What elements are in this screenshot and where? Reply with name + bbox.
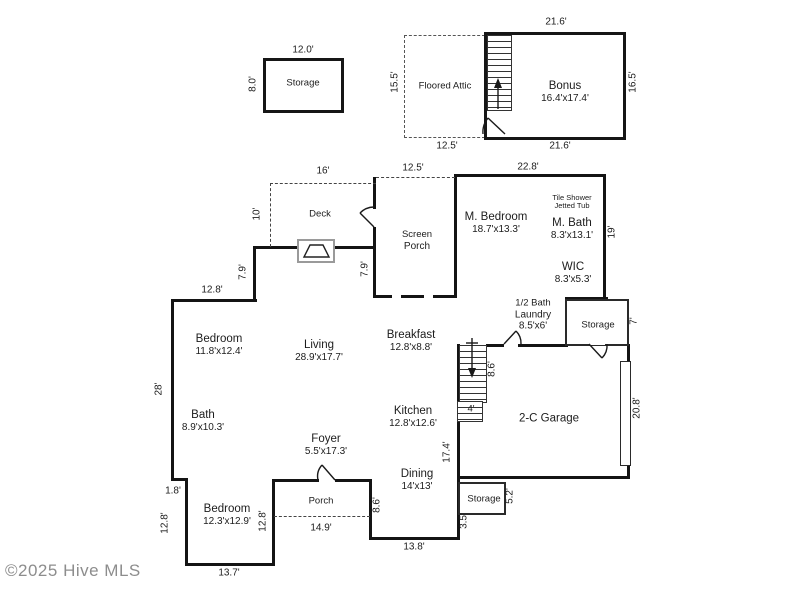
wall bbox=[185, 563, 275, 566]
wall bbox=[457, 476, 630, 479]
wall bbox=[454, 174, 606, 177]
wall bbox=[171, 299, 174, 481]
dimension-label: 7.9' bbox=[237, 264, 249, 280]
storage-building-outline bbox=[263, 58, 344, 113]
door-arc-icon bbox=[316, 464, 336, 481]
wall bbox=[272, 479, 319, 482]
dimension-label: 21.6' bbox=[549, 140, 571, 152]
wall bbox=[253, 246, 256, 302]
watermark: ©2025 Hive MLS bbox=[5, 561, 141, 580]
dimension-label: 5.2' bbox=[504, 488, 516, 504]
room-label-storage-right: Storage bbox=[581, 319, 615, 331]
dimension-label: 16' bbox=[316, 165, 330, 177]
dimension-label: 16.5' bbox=[627, 71, 639, 93]
dimension-label: 3.5' bbox=[458, 513, 470, 529]
wall bbox=[375, 295, 457, 298]
wall bbox=[171, 478, 188, 481]
deck-edge bbox=[270, 183, 376, 184]
dimension-label: 20.8' bbox=[631, 397, 643, 419]
dimension-label: 7' bbox=[628, 317, 640, 325]
garage-door bbox=[620, 361, 631, 466]
wall bbox=[373, 177, 376, 209]
wall bbox=[457, 344, 460, 540]
main-stairs-upper bbox=[459, 345, 487, 403]
dimension-label: 19' bbox=[606, 225, 618, 239]
main-stairs-lower bbox=[457, 401, 483, 422]
wall bbox=[518, 344, 568, 347]
dimension-label: 13.7' bbox=[218, 567, 240, 579]
wall bbox=[335, 479, 372, 482]
wall bbox=[565, 297, 608, 300]
dimension-label: 22.8' bbox=[517, 161, 539, 173]
fireplace bbox=[297, 239, 335, 263]
dimension-label: 17.4' bbox=[441, 441, 453, 463]
wall bbox=[171, 299, 257, 302]
dimension-label: 21.6' bbox=[545, 16, 567, 28]
dimension-label: 13.8' bbox=[403, 541, 425, 553]
room-label-garage: 2-C Garage bbox=[518, 412, 580, 425]
dimension-label: 14.9' bbox=[310, 522, 332, 534]
room-label-porch: Porch bbox=[308, 495, 334, 507]
dimension-label: 8.0' bbox=[247, 76, 259, 92]
wall bbox=[373, 227, 376, 298]
wall bbox=[603, 174, 606, 300]
wall-opening bbox=[392, 295, 401, 298]
dimension-label: 28' bbox=[153, 382, 165, 396]
bonus-room-outline bbox=[484, 32, 626, 140]
room-label-storage-bottom: Storage bbox=[467, 493, 501, 505]
attic-stairs bbox=[487, 35, 512, 111]
door-arc-icon bbox=[359, 206, 375, 228]
door-arc-icon bbox=[503, 330, 522, 345]
dimension-label: 12.5' bbox=[436, 140, 458, 152]
dimension-label: 1.8' bbox=[165, 485, 181, 497]
wall bbox=[369, 479, 372, 540]
dimension-label: 8.6' bbox=[486, 361, 498, 377]
dimension-label: 12.8' bbox=[159, 512, 171, 534]
storage-right-outline bbox=[565, 299, 629, 346]
dimension-label: 15.5' bbox=[389, 71, 401, 93]
dimension-label: 10' bbox=[251, 207, 263, 221]
door-arc-icon bbox=[588, 343, 608, 359]
deck-edge bbox=[270, 183, 271, 247]
dimension-label: 8.6' bbox=[371, 497, 383, 513]
screen-porch-edge bbox=[376, 177, 455, 178]
porch-edge bbox=[274, 516, 370, 517]
room-label-floored-attic: Floored Attic bbox=[418, 80, 472, 92]
dimension-label: 12.5' bbox=[402, 162, 424, 174]
wall bbox=[369, 537, 460, 540]
room-label-stair-count: 4' bbox=[467, 403, 475, 415]
dimension-label: 12.8' bbox=[201, 284, 223, 296]
wall bbox=[486, 344, 504, 347]
wall bbox=[272, 479, 275, 566]
dimension-label: 12.0' bbox=[292, 44, 314, 56]
wall bbox=[454, 174, 457, 298]
wall bbox=[185, 478, 188, 566]
dimension-label: 7.9' bbox=[359, 261, 371, 277]
dimension-label: 12.8' bbox=[257, 510, 269, 532]
room-label-deck: Deck bbox=[309, 208, 331, 220]
room-label-storage-upper: Storage bbox=[286, 77, 320, 89]
wall-opening bbox=[424, 295, 433, 298]
storage-bottom-outline bbox=[458, 482, 506, 515]
